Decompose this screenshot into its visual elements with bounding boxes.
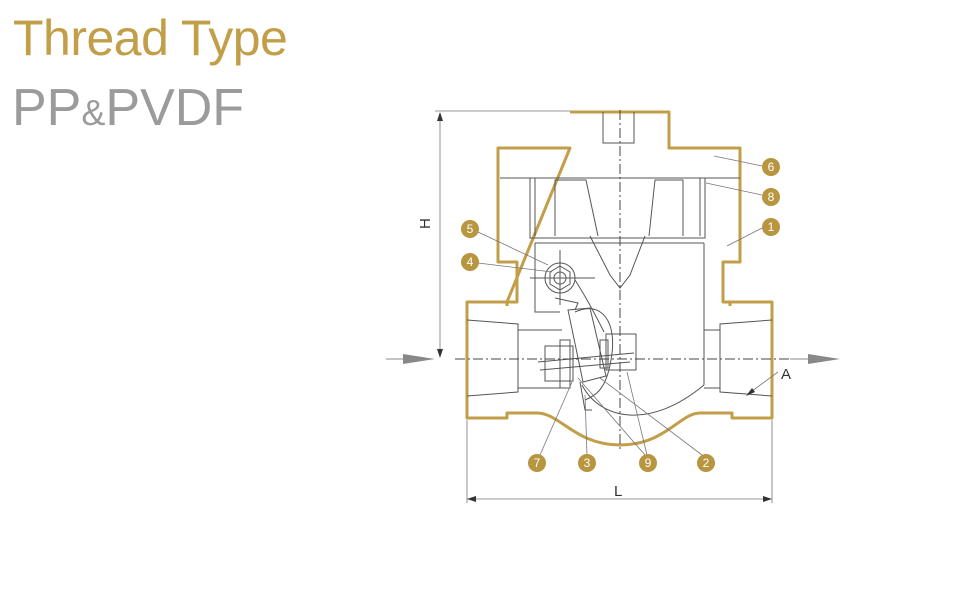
page-subtitle: PP&PVDF — [12, 78, 244, 143]
dimension-l — [466, 420, 773, 503]
svg-text:8: 8 — [768, 190, 775, 204]
dimension-l-label: L — [614, 483, 622, 500]
callout-6: 6 — [762, 158, 780, 176]
svg-text:4: 4 — [467, 255, 474, 269]
svg-text:9: 9 — [645, 456, 652, 470]
svg-text:3: 3 — [584, 456, 591, 470]
callout-1: 1 — [762, 218, 780, 236]
callout-5: 5 — [461, 220, 479, 238]
disc-assembly — [537, 307, 637, 411]
flow-arrow-outlet — [790, 354, 840, 364]
callout-4: 4 — [461, 253, 479, 271]
dimension-h — [435, 110, 570, 358]
callout-8: 8 — [762, 188, 780, 206]
svg-text:7: 7 — [534, 456, 541, 470]
page-title: Thread Type — [13, 10, 288, 66]
thread-leader-a — [746, 371, 779, 396]
flow-arrow-inlet — [386, 354, 435, 364]
svg-text:1: 1 — [768, 220, 775, 234]
callout-3: 3 — [578, 454, 596, 472]
subtitle-material-1: PP — [12, 79, 82, 137]
svg-text:6: 6 — [768, 160, 775, 174]
thread-label-a: A — [781, 366, 791, 383]
svg-text:2: 2 — [703, 456, 710, 470]
callout-leaders — [477, 155, 763, 456]
callout-7: 7 — [528, 454, 546, 472]
subtitle-ampersand: & — [81, 92, 106, 133]
callout-9: 9 — [639, 454, 657, 472]
svg-text:5: 5 — [467, 222, 474, 236]
valve-body-outline — [465, 110, 774, 447]
callout-2: 2 — [697, 454, 715, 472]
outlet-port — [581, 319, 773, 416]
inlet-port — [466, 319, 562, 397]
subtitle-material-2: PVDF — [105, 79, 245, 137]
dimension-h-label: H — [417, 218, 434, 229]
